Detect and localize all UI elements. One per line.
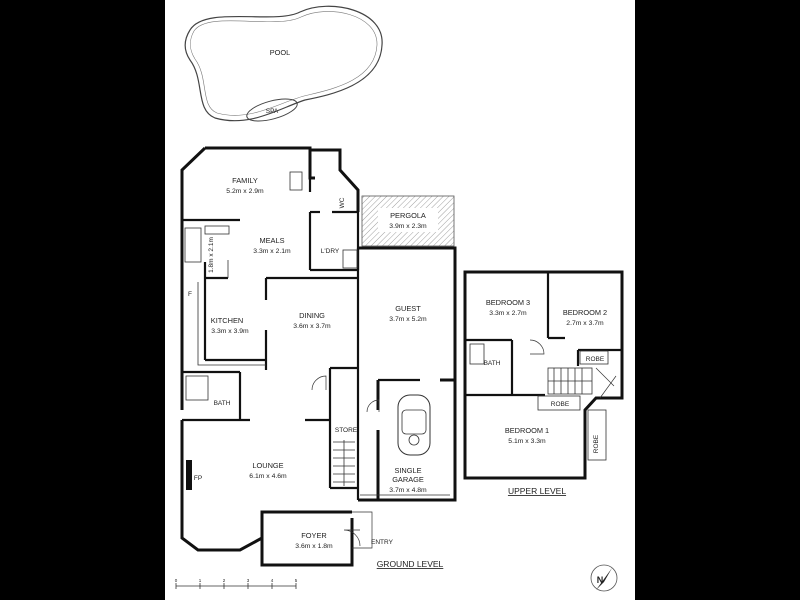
meals-label: MEALS xyxy=(259,236,284,245)
pantry-dims: 1.8m x 2.1m xyxy=(208,237,215,273)
pergola-dims: 3.9m x 2.3m xyxy=(389,223,427,230)
guest-dims: 3.7m x 5.2m xyxy=(389,316,427,323)
foyer-dims: 3.6m x 1.8m xyxy=(295,543,333,550)
dining-dims: 3.6m x 3.7m xyxy=(293,323,331,330)
fireplace xyxy=(186,460,192,490)
garage-dims: 3.7m x 4.8m xyxy=(389,487,427,494)
pergola-area xyxy=(361,195,455,247)
wc-fixture xyxy=(289,171,303,191)
car-icon xyxy=(397,394,431,456)
compass-icon: N xyxy=(590,564,618,592)
kitchen-dims: 3.3m x 3.9m xyxy=(211,328,249,335)
pergola-label: PERGOLA xyxy=(390,211,426,220)
store-label: STORE xyxy=(335,427,358,434)
upper-level-label: UPPER LEVEL xyxy=(508,486,566,496)
dining-label: DINING xyxy=(299,311,325,320)
scale-tick-0: 0 xyxy=(175,578,178,583)
bedroom1-label: BEDROOM 1 xyxy=(505,426,549,435)
upper-labels: BEDROOM 3 3.3m x 2.7m BEDROOM 2 2.7m x 3… xyxy=(484,298,608,496)
upper-level-walls xyxy=(463,270,624,480)
floor-plan-drawing: POOL SPA xyxy=(175,5,624,592)
scale-bar: 0 1 2 3 4 5 xyxy=(175,578,298,589)
ground-stairs xyxy=(333,440,355,486)
bedroom2-dims: 2.7m x 3.7m xyxy=(566,320,604,327)
robe-label-1: ROBE xyxy=(586,356,605,363)
robe-label-2: ROBE xyxy=(551,401,570,408)
scale-tick-5: 5 xyxy=(295,578,298,583)
family-dims: 5.2m x 2.9m xyxy=(226,188,264,195)
pool: POOL SPA xyxy=(184,5,383,122)
laundry-tub xyxy=(342,249,358,269)
kitchen-label: KITCHEN xyxy=(211,316,243,325)
fireplace-label: FP xyxy=(194,475,202,482)
scale-tick-4: 4 xyxy=(271,578,274,583)
guest-label: GUEST xyxy=(395,304,421,313)
upper-bath-label: BATH xyxy=(484,360,501,367)
scale-tick-2: 2 xyxy=(223,578,226,583)
ground-labels: FAMILY 5.2m x 2.9m MEALS 3.3m x 2.1m 1.8… xyxy=(188,176,444,569)
wc-label: WC xyxy=(339,197,346,208)
bedroom2-label: BEDROOM 2 xyxy=(563,308,607,317)
robe-label-3: ROBE xyxy=(593,434,600,453)
fridge-label: F xyxy=(188,291,192,298)
ground-level-label: GROUND LEVEL xyxy=(377,559,444,569)
compass-north-label: N xyxy=(597,575,604,585)
garage-label-line1: SINGLE xyxy=(394,466,421,475)
bedroom3-label: BEDROOM 3 xyxy=(486,298,530,307)
floor-plan-canvas: POOL SPA xyxy=(165,0,635,600)
scale-tick-1: 1 xyxy=(199,578,202,583)
family-label: FAMILY xyxy=(232,176,258,185)
lounge-dims: 6.1m x 4.6m xyxy=(249,473,287,480)
spa-outline xyxy=(246,98,298,122)
entry-label: ENTRY xyxy=(371,539,394,546)
ground-level-walls xyxy=(180,146,457,567)
spa-label: SPA xyxy=(266,108,279,115)
foyer-label: FOYER xyxy=(301,531,326,540)
bedroom1-dims: 5.1m x 3.3m xyxy=(508,438,546,445)
upper-stairs xyxy=(547,367,593,395)
lounge-label: LOUNGE xyxy=(252,461,283,470)
pool-label: POOL xyxy=(270,48,291,57)
meals-dims: 3.3m x 2.1m xyxy=(253,248,291,255)
bedroom3-dims: 3.3m x 2.7m xyxy=(489,310,527,317)
scale-tick-3: 3 xyxy=(247,578,250,583)
laundry-label: L'DRY xyxy=(321,248,340,255)
bath-label: BATH xyxy=(214,400,231,407)
garage-label-line2: GARAGE xyxy=(392,475,424,484)
